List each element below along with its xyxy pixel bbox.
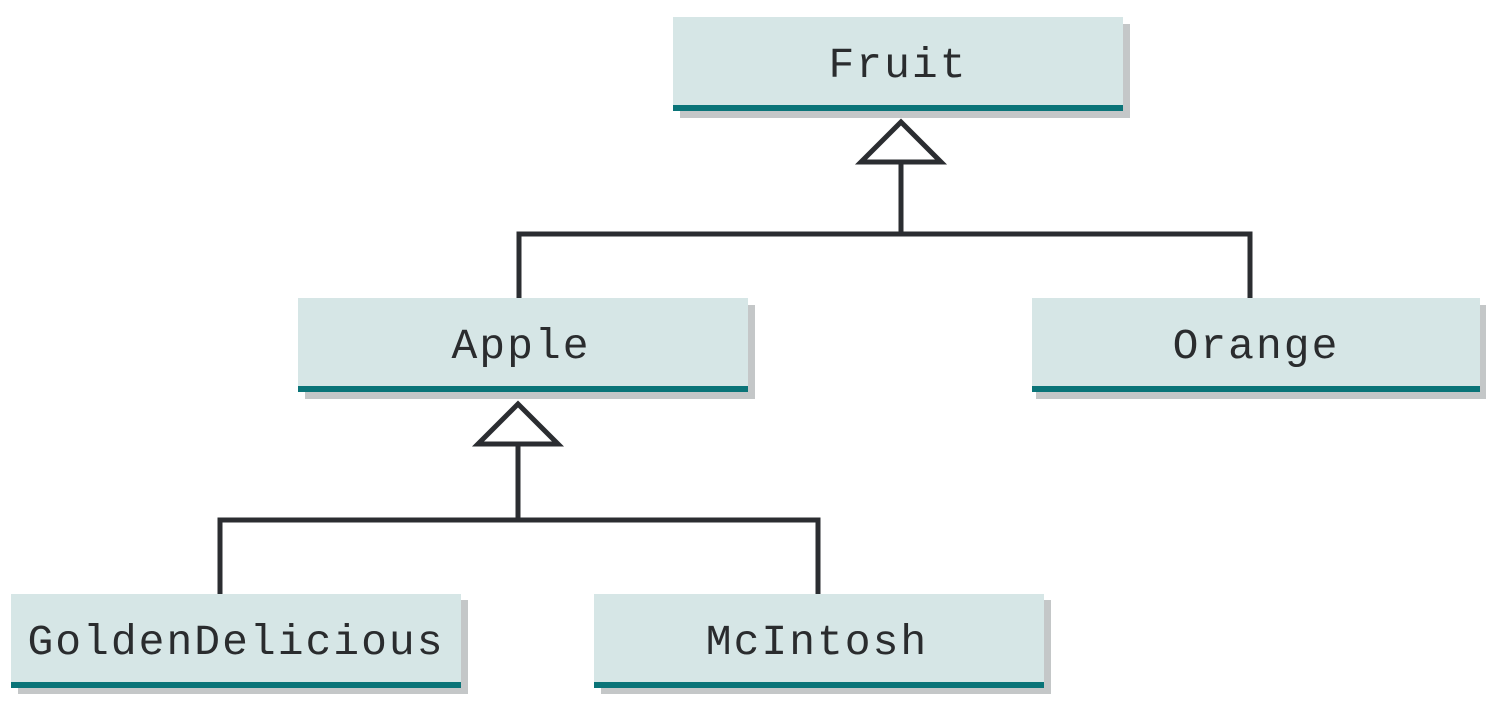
inheritance-arrowhead-fruit bbox=[854, 118, 948, 165]
class-box-orange: Orange bbox=[1032, 298, 1486, 399]
apple-inheritance-connector bbox=[217, 400, 821, 594]
connector-apple-to-fruit bbox=[516, 231, 901, 298]
connector-mcintosh-to-apple bbox=[518, 517, 821, 594]
connector-orange-to-fruit bbox=[901, 231, 1253, 298]
class-box-fruit: Fruit bbox=[673, 17, 1130, 118]
class-box-mcintosh: McIntosh bbox=[594, 594, 1051, 694]
class-name-fruit: Fruit bbox=[828, 41, 967, 90]
class-name-orange: Orange bbox=[1173, 322, 1340, 371]
fruit-inheritance-connector bbox=[516, 118, 1253, 298]
class-box-goldendelicious: GoldenDelicious bbox=[11, 594, 468, 694]
inheritance-arrowhead-apple bbox=[471, 400, 565, 447]
class-name-mcintosh: McIntosh bbox=[706, 618, 928, 667]
class-name-goldendelicious: GoldenDelicious bbox=[27, 618, 444, 667]
connector-goldendelicious-to-apple bbox=[217, 517, 518, 594]
class-name-apple: Apple bbox=[451, 322, 590, 371]
class-box-apple: Apple bbox=[298, 298, 755, 399]
